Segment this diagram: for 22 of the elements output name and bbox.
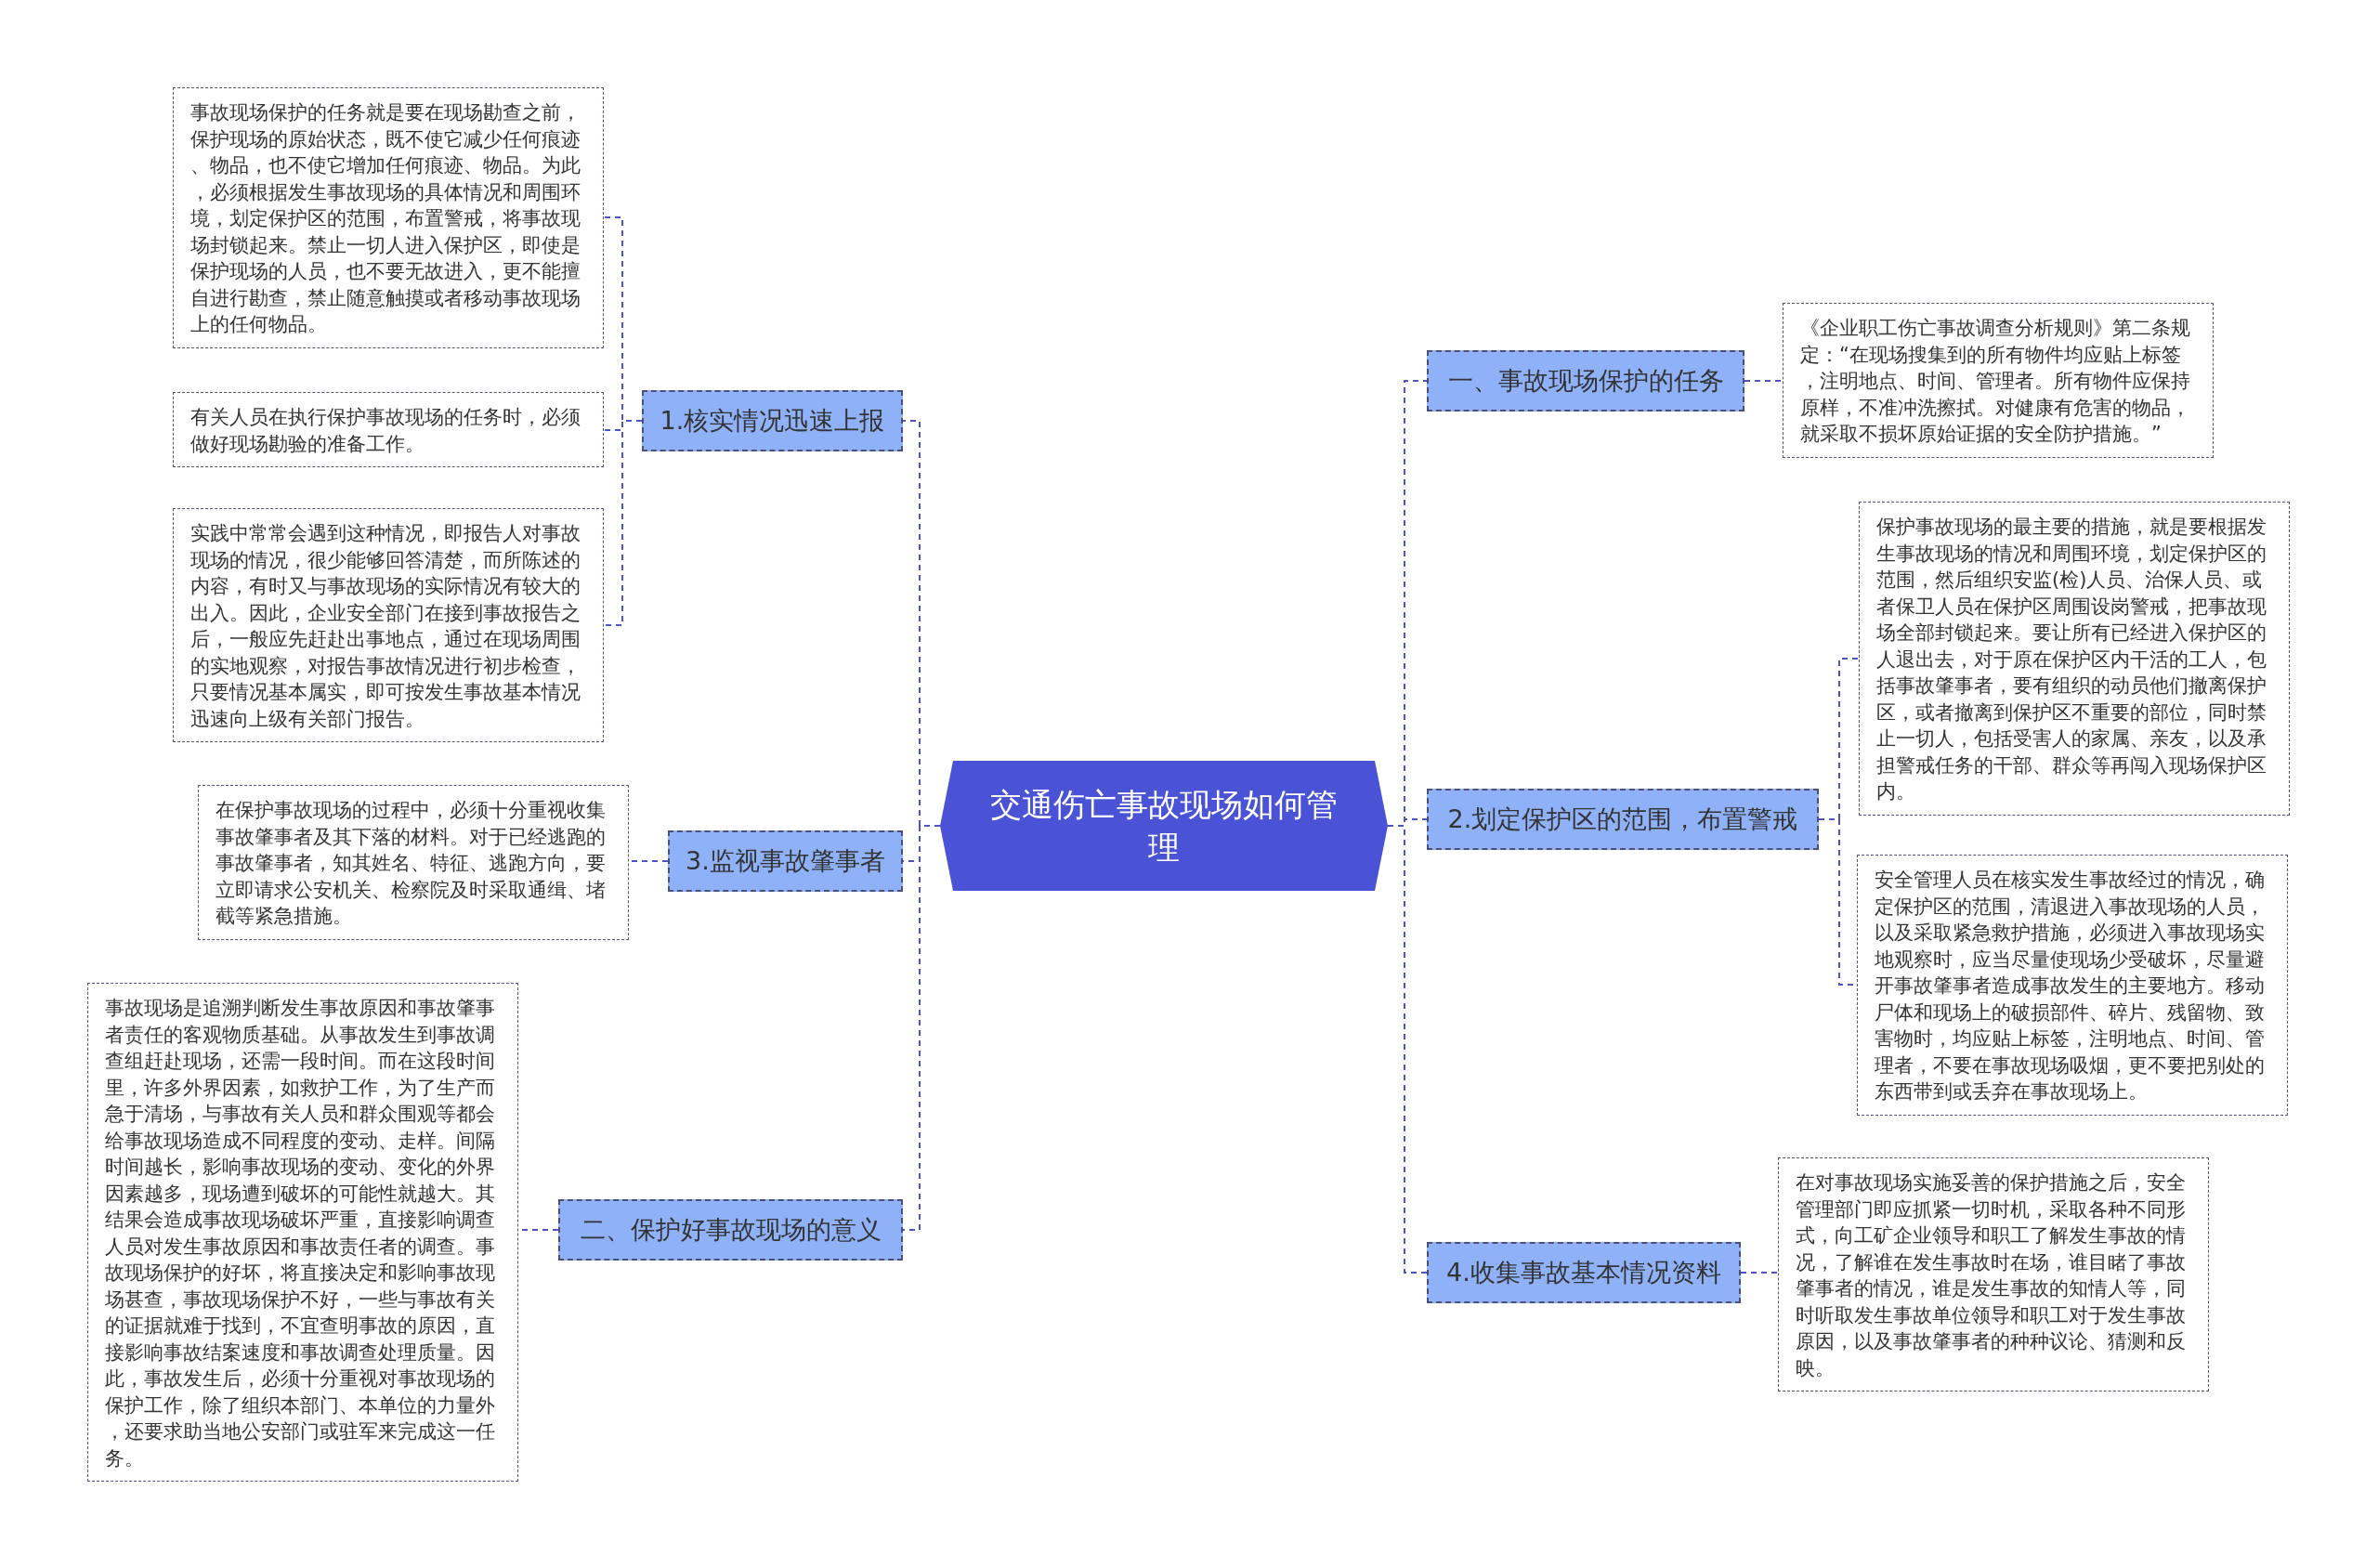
branch-topic: 2.划定保护区的范围，布置警戒 bbox=[1427, 789, 1819, 850]
text-note: 《企业职工伤亡事故调查分析规则》第二条规定：“在现场搜集到的所有物件均应贴上标签，注明地点、时间、管理者。所有物件应保持原样，不准冲洗擦拭。对健康有危害的物品，就采取不损坏原始证据的安全防护措施。” bbox=[1783, 303, 2214, 458]
branch-topic: 二、保护好事故现场的意义 bbox=[558, 1199, 903, 1261]
connector-line bbox=[603, 216, 643, 626]
connector-line bbox=[902, 420, 941, 1231]
connector-line bbox=[1740, 1272, 1779, 1274]
text-note: 事故现场保护的任务就是要在现场勘查之前，保护现场的原始状态，既不使它减少任何痕迹、物品，也不使它增加任何痕迹、物品。为此，必须根据发生事故现场的具体情况和周围环境，划定保护区的范围，布置警戒，将事故现场封锁起来。禁止一切人进入保护区，即使是保护现场的人员，也不要无故进入，更不能擅自进行勘查，禁止随意触摸或者移动事故现场上的任何物品。 bbox=[173, 87, 604, 348]
central-topic: 交通伤亡事故现场如何管理 bbox=[940, 761, 1388, 891]
branch-topic: 4.收集事故基本情况资料 bbox=[1427, 1242, 1741, 1303]
connector-line bbox=[1387, 380, 1428, 1274]
text-note: 在保护事故现场的过程中，必须十分重视收集事故肇事者及其下落的材料。对于已经逃跑的事故肇事者，知其姓名、特征、逃跑方向，要立即请求公安机关、检察院及时采取通缉、堵截等紧急措施。 bbox=[198, 785, 629, 940]
connector-line bbox=[1818, 658, 1860, 986]
text-note: 实践中常常会遇到这种情况，即报告人对事故现场的情况，很少能够回答清楚，而所陈述的内容，有时又与事故现场的实际情况有较大的出入。因此，企业安全部门在接到事故报告之后，一般应先赶赴出事地点，通过在现场周围的实地观察，对报告事故情况进行初步检查，只要情况基本属实，即可按发生事故基本情况迅速向上级有关部门报告。 bbox=[173, 508, 604, 742]
branch-topic: 1.核实情况迅速上报 bbox=[642, 390, 903, 451]
text-note: 事故现场是追溯判断发生事故原因和事故肇事者责任的客观物质基础。从事故发生到事故调查组赶赴现场，还需一段时间。而在这段时间里，许多外界因素，如救护工作，为了生产而急于清场，与事故有关人员和群众围观等都会给事故现场造成不同程度的变动、走样。间隔时间越长，影响事故现场的变动、变化的外界因素越多，现场遭到破坏的可能性就越大。其结果会造成事故现场破坏严重，直接影响调查人员对发生事故原因和事故责任者的调查。事故现场保护的好坏，将直接决定和影响事故现场甚查，事故现场保护不好，一些与事故有关的证据就难于找到，不宜查明事故的原因，直接影响事故结案速度和事故调查处理质量。因此，事故发生后，必须十分重视对事故现场的保护工作，除了组织本部门、本单位的力量外，还要求助当地公安部门或驻军来完成这一任务。 bbox=[87, 983, 518, 1482]
text-note: 安全管理人员在核实发生事故经过的情况，确定保护区的范围，清退进入事故现场的人员，以及采取紧急救护措施，必须进入事故现场实地观察时，应当尽量使现场少受破坏，尽量避开事故肇事者造成事故发生的主要地方。移动尸体和现场上的破损部件、碎片、残留物、致害物时，均应贴上标签，注明地点、时间、管理者，不要在事故现场吸烟，更不要把别处的东西带到或丢弃在事故现场上。 bbox=[1857, 855, 2288, 1116]
text-note: 保护事故现场的最主要的措施，就是要根据发生事故现场的情况和周围环境，划定保护区的范围，然后组织安监(检)人员、治保人员、或者保卫人员在保护区周围设岗警戒，把事故现场全部封锁起来。要让所有已经进入保护区的人退出去，对于原在保护区内干活的工人，包括事故肇事者，要有组织的动员他们撤离保护区，或者撤离到保护区不重要的部位，同时禁止一切人，包括受害人的家属、亲友，以及承担警戒任务的干部、群众等再闯入现场保护区内。 bbox=[1859, 502, 2290, 816]
branch-topic: 3.监视事故肇事者 bbox=[668, 830, 903, 892]
text-note: 有关人员在执行保护事故现场的任务时，必须做好现场勘验的准备工作。 bbox=[173, 392, 604, 467]
text-note: 在对事故现场实施妥善的保护措施之后，安全管理部门即应抓紧一切时机，采取各种不同形式，向工矿企业领导和职工了解发生事故的情况，了解谁在发生事故时在场，谁目睹了事故肇事者的情况，谁是发生事故的知情人等，同时听取发生事故单位领导和职工对于发生事故原因，以及事故肇事者的种种议论、猜测和反映。 bbox=[1778, 1157, 2209, 1392]
branch-topic: 一、事故现场保护的任务 bbox=[1427, 350, 1744, 412]
connector-line bbox=[1744, 380, 1784, 382]
